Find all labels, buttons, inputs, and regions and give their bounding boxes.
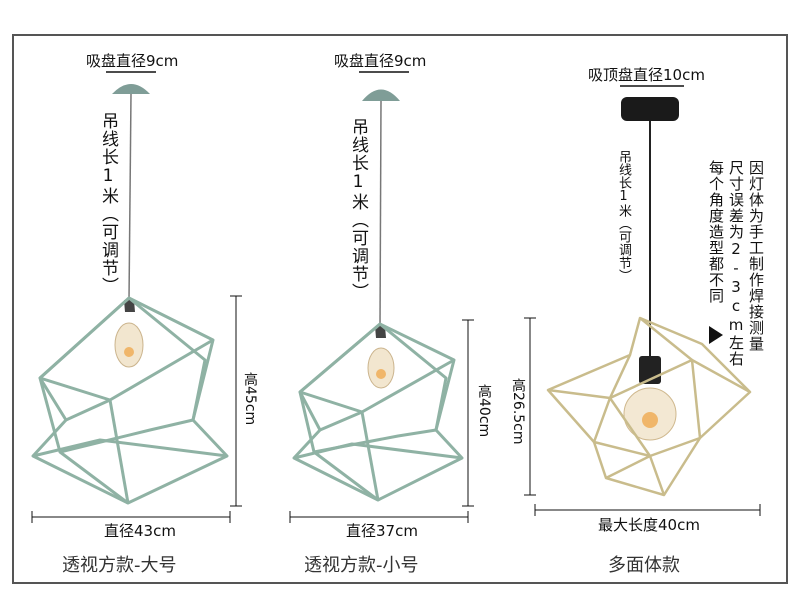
cage-large [31, 296, 229, 505]
caption-small: 透视方款-小号 [304, 555, 419, 576]
lamp-polyhedron [524, 85, 761, 516]
width-label-polyhedron: 最大长度40cm [598, 516, 700, 534]
canopy-label-small: 吸盘直径9cm [334, 52, 427, 70]
cage-polyhedron [546, 316, 752, 497]
lamp-large [31, 71, 242, 523]
pointer-triangle-icon [709, 326, 723, 344]
canopy-black [621, 97, 679, 121]
cord-label-large: 吊线长1米（可调节） [98, 112, 118, 295]
bulb-2 [367, 326, 395, 389]
bulb-3 [623, 356, 677, 441]
note-line-1: 因灯体为手工制作焊接测量 [747, 160, 765, 352]
note-line-3: 每个角度造型都不同 [707, 160, 725, 304]
width-label-small: 直径37cm [346, 522, 418, 540]
width-label-large: 直径43cm [104, 522, 176, 540]
lamp-small [289, 71, 474, 523]
caption-large: 透视方款-大号 [62, 555, 177, 576]
caption-polyhedron: 多面体款 [608, 555, 680, 576]
canopy-label-polyhedron: 吸顶盘直径10cm [588, 66, 705, 84]
cord-label-small: 吊线长1米（可调节） [348, 118, 368, 301]
height-label-polyhedron: 高26.5cm [510, 378, 526, 445]
outer-frame [12, 34, 788, 584]
bulb-1 [114, 300, 144, 368]
height-label-small: 高40cm [476, 384, 492, 438]
note-line-2: 尺寸误差为2-3cm左右 [727, 160, 745, 367]
canopy-green-1 [112, 84, 150, 94]
height-label-large: 高45cm [242, 372, 258, 426]
canopy-label-large: 吸盘直径9cm [86, 52, 179, 70]
canopy-green-2 [362, 89, 400, 101]
cage-small [292, 322, 464, 502]
cord-label-polyhedron: 吊线长1米（可调节） [616, 150, 631, 282]
